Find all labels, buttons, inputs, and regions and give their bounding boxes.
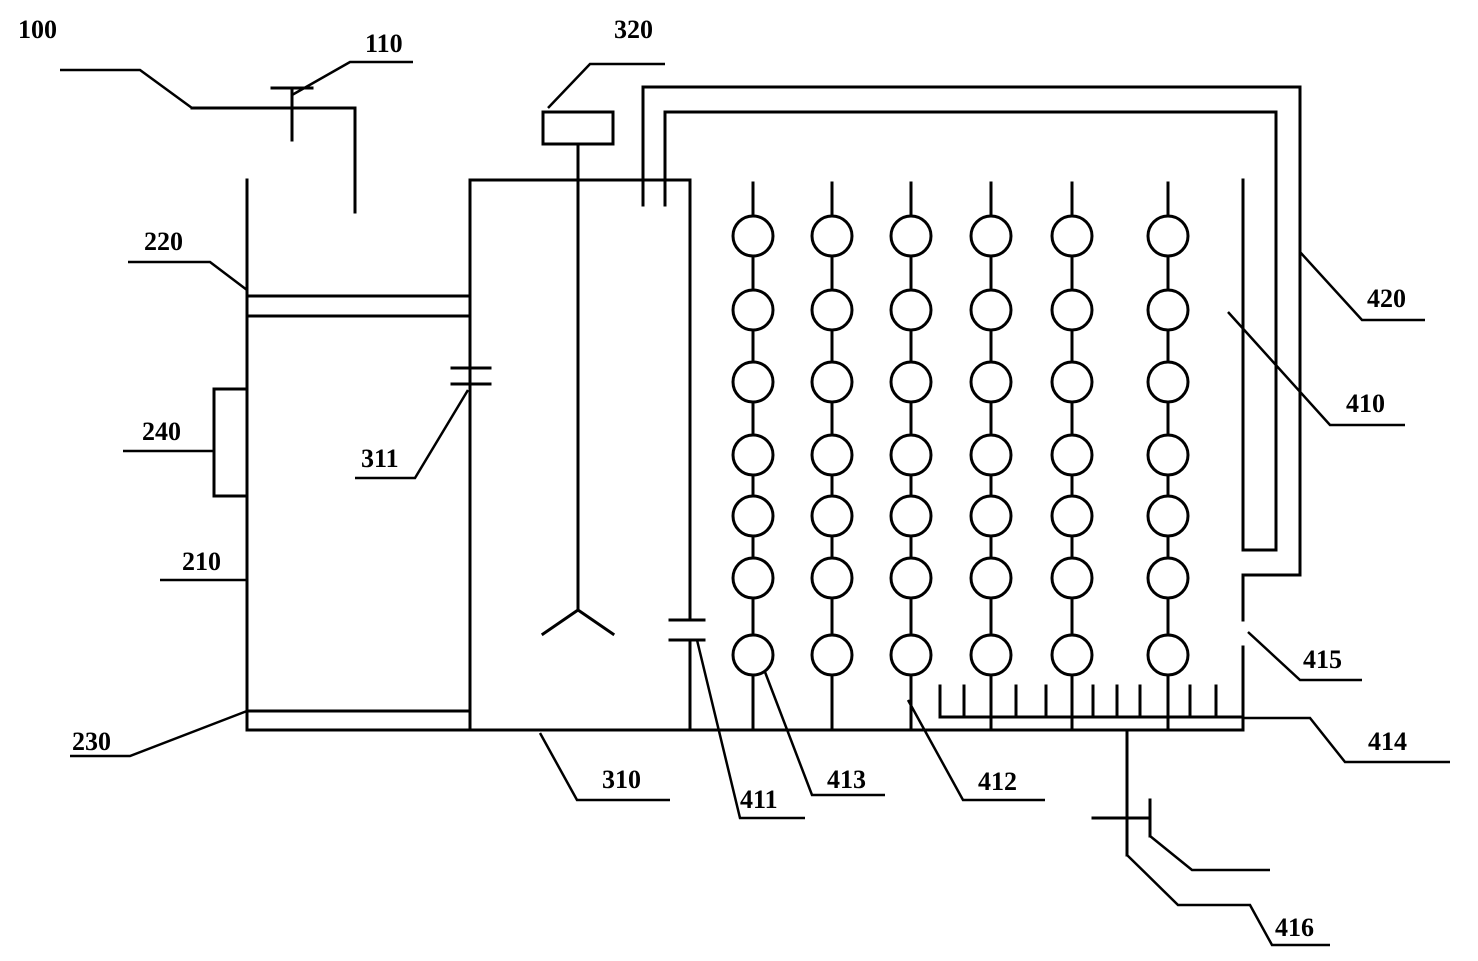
filler-ball bbox=[731, 360, 775, 404]
filler-ball bbox=[1146, 433, 1190, 477]
label-412: 412 bbox=[978, 767, 1017, 796]
label-311: 311 bbox=[361, 444, 399, 473]
filler-ball bbox=[1146, 360, 1190, 404]
label-415: 415 bbox=[1303, 645, 1342, 674]
filler-ball bbox=[969, 556, 1013, 600]
filler-ball bbox=[1146, 494, 1190, 538]
filler-ball bbox=[889, 360, 933, 404]
filler-ball bbox=[810, 288, 854, 332]
label-100: 100 bbox=[18, 15, 57, 44]
tank-210 bbox=[245, 178, 472, 732]
stirrer-320 bbox=[540, 110, 616, 637]
label-110: 110 bbox=[365, 29, 403, 58]
filler-ball bbox=[810, 360, 854, 404]
filler-ball bbox=[969, 633, 1013, 677]
filler-ball bbox=[969, 214, 1013, 258]
filler-ball bbox=[1146, 288, 1190, 332]
label-230: 230 bbox=[72, 727, 111, 756]
labels: 100 110 320 220 240 311 210 230 310 411 … bbox=[18, 15, 1407, 942]
label-410: 410 bbox=[1346, 389, 1385, 418]
filler-ball bbox=[1146, 633, 1190, 677]
filler-ball bbox=[810, 433, 854, 477]
filler-ball bbox=[969, 433, 1013, 477]
filler-ball bbox=[810, 556, 854, 600]
filler-ball bbox=[810, 633, 854, 677]
filler-ball bbox=[889, 288, 933, 332]
label-413: 413 bbox=[827, 765, 866, 794]
filler-ball bbox=[810, 494, 854, 538]
leader-lines bbox=[60, 60, 1450, 947]
filler-ball bbox=[969, 494, 1013, 538]
label-416: 416 bbox=[1275, 913, 1314, 942]
filler-ball bbox=[1050, 556, 1094, 600]
filler-ball bbox=[889, 556, 933, 600]
filler-ball bbox=[1050, 633, 1094, 677]
filler-ball bbox=[1050, 288, 1094, 332]
label-320: 320 bbox=[614, 15, 653, 44]
filler-ball bbox=[731, 494, 775, 538]
filler-ball bbox=[731, 556, 775, 600]
inlet-pipe-100 bbox=[190, 86, 357, 214]
filler-ball bbox=[1050, 433, 1094, 477]
filler-ball bbox=[1146, 556, 1190, 600]
filler-ball bbox=[810, 214, 854, 258]
gas-inlet-416 bbox=[1091, 728, 1152, 857]
label-420: 420 bbox=[1367, 284, 1406, 313]
baffle-411 bbox=[668, 178, 706, 732]
label-414: 414 bbox=[1368, 727, 1407, 756]
filler-strings-412 bbox=[731, 181, 1190, 732]
filler-ball bbox=[969, 360, 1013, 404]
filler-ball bbox=[1146, 214, 1190, 258]
filler-ball bbox=[731, 433, 775, 477]
filler-ball bbox=[889, 433, 933, 477]
aeration-pipe-414 bbox=[938, 684, 1242, 719]
filler-ball bbox=[889, 494, 933, 538]
label-310: 310 bbox=[602, 765, 641, 794]
label-220: 220 bbox=[144, 227, 183, 256]
filler-ball bbox=[1050, 214, 1094, 258]
filler-ball bbox=[889, 214, 933, 258]
filler-ball bbox=[731, 288, 775, 332]
valve-311 bbox=[450, 366, 492, 386]
filler-ball bbox=[1050, 360, 1094, 404]
filler-ball bbox=[731, 214, 775, 258]
circulation-pipe-420 bbox=[641, 85, 1302, 622]
filler-ball bbox=[731, 633, 775, 677]
side-unit-240 bbox=[212, 387, 249, 498]
filler-ball bbox=[969, 288, 1013, 332]
connecting-pipe-220 bbox=[245, 294, 472, 318]
tank-310 bbox=[468, 178, 1245, 732]
filler-ball bbox=[889, 633, 933, 677]
label-240: 240 bbox=[142, 417, 181, 446]
label-411: 411 bbox=[740, 785, 778, 814]
label-210: 210 bbox=[182, 547, 221, 576]
filler-ball bbox=[1050, 494, 1094, 538]
